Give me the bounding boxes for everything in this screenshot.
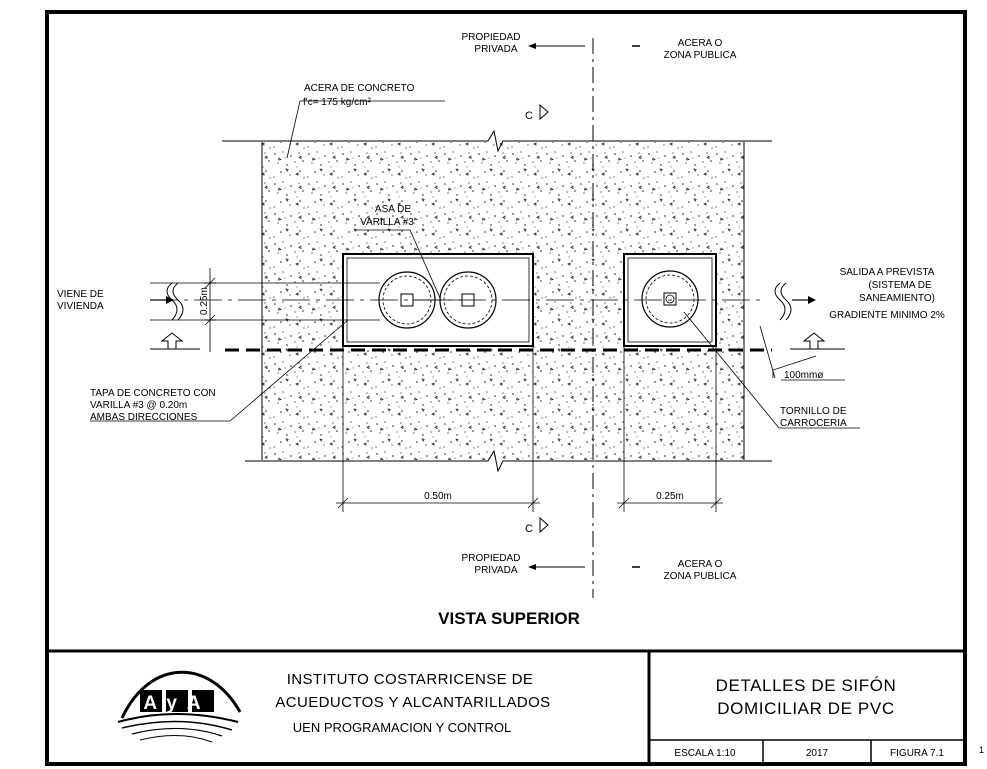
label-fc: f'c= 175 kg/cm² xyxy=(303,97,371,108)
label-acera-top: ACERA O xyxy=(678,38,723,49)
label-diam-100: 100mmø xyxy=(784,370,823,381)
figure-field: FIGURA 7.1 xyxy=(890,748,944,759)
label-saneamiento: SANEAMIENTO) xyxy=(859,293,935,304)
page-number: 1 xyxy=(979,745,985,755)
label-zona-top: ZONA PUBLICA xyxy=(664,50,737,61)
label-tornillo: TORNILLO DE xyxy=(780,406,847,417)
year-field: 2017 xyxy=(806,748,829,759)
label-dim-025: 0.25m xyxy=(656,491,684,502)
label-propiedad-bottom: PROPIEDAD xyxy=(462,553,521,564)
leader-lines xyxy=(90,100,860,429)
label-propiedad-top: PROPIEDAD xyxy=(462,32,521,43)
label-tapa-1: TAPA DE CONCRETO CON xyxy=(90,388,216,399)
aya-logo: AyA xyxy=(117,670,242,743)
label-carroceria: CARROCERIA xyxy=(780,418,847,429)
centerline-symbols xyxy=(539,103,549,534)
slab-edges xyxy=(222,129,772,473)
label-dim-025-vertical: 0.25m xyxy=(199,287,210,315)
centerline-symbol-top: C xyxy=(525,110,533,122)
org-line-2: ACUEDUCTOS Y ALCANTARILLADOS xyxy=(275,694,550,711)
label-dim-050: 0.50m xyxy=(424,491,452,502)
org-line-1: INSTITUTO COSTARRICENSE DE xyxy=(287,671,534,688)
property-arrows xyxy=(528,43,640,570)
sheet-title-line-2: DOMICILIAR DE PVC xyxy=(717,699,894,718)
label-zona-bottom: ZONA PUBLICA xyxy=(664,571,737,582)
view-title: VISTA SUPERIOR xyxy=(438,609,580,628)
centerline-symbol-bottom: C xyxy=(525,523,533,535)
org-line-3: UEN PROGRAMACION Y CONTROL xyxy=(293,720,511,735)
label-privada-bottom: PRIVADA xyxy=(474,565,517,576)
label-privada-top: PRIVADA xyxy=(474,44,517,55)
pipe-axes xyxy=(150,282,760,321)
title-block xyxy=(47,649,965,764)
label-sistema-de: (SISTEMA DE xyxy=(868,280,932,291)
label-asa-de: ASA DE xyxy=(375,204,411,215)
label-gradiente: GRADIENTE MINIMO 2% xyxy=(829,310,945,321)
label-viene-de: VIENE DE xyxy=(57,289,104,300)
flow-arrows xyxy=(150,296,816,304)
label-varilla3: VARILLA #3 xyxy=(360,217,414,228)
label-vivienda: VIVIENDA xyxy=(57,301,104,312)
drawing-labels: PROPIEDAD PRIVADA ACERA O ZONA PUBLICA A… xyxy=(57,32,945,628)
level-markers xyxy=(150,332,845,350)
sheet-title-line-1: DETALLES DE SIFÓN xyxy=(716,676,897,695)
label-acera-concreto: ACERA DE CONCRETO xyxy=(304,83,415,94)
logo-text: AyA xyxy=(143,693,210,714)
label-salida: SALIDA A PREVISTA xyxy=(840,267,935,278)
scale-field: ESCALA 1:10 xyxy=(674,748,736,759)
label-acera-bottom: ACERA O xyxy=(678,559,723,570)
label-tapa-2: VARILLA #3 @ 0.20m xyxy=(90,400,187,411)
horizontal-dimensions xyxy=(336,346,723,512)
sheet-border xyxy=(45,10,967,766)
vertical-dimension xyxy=(204,268,216,352)
label-tapa-3: AMBAS DIRECCIONES xyxy=(90,412,198,423)
